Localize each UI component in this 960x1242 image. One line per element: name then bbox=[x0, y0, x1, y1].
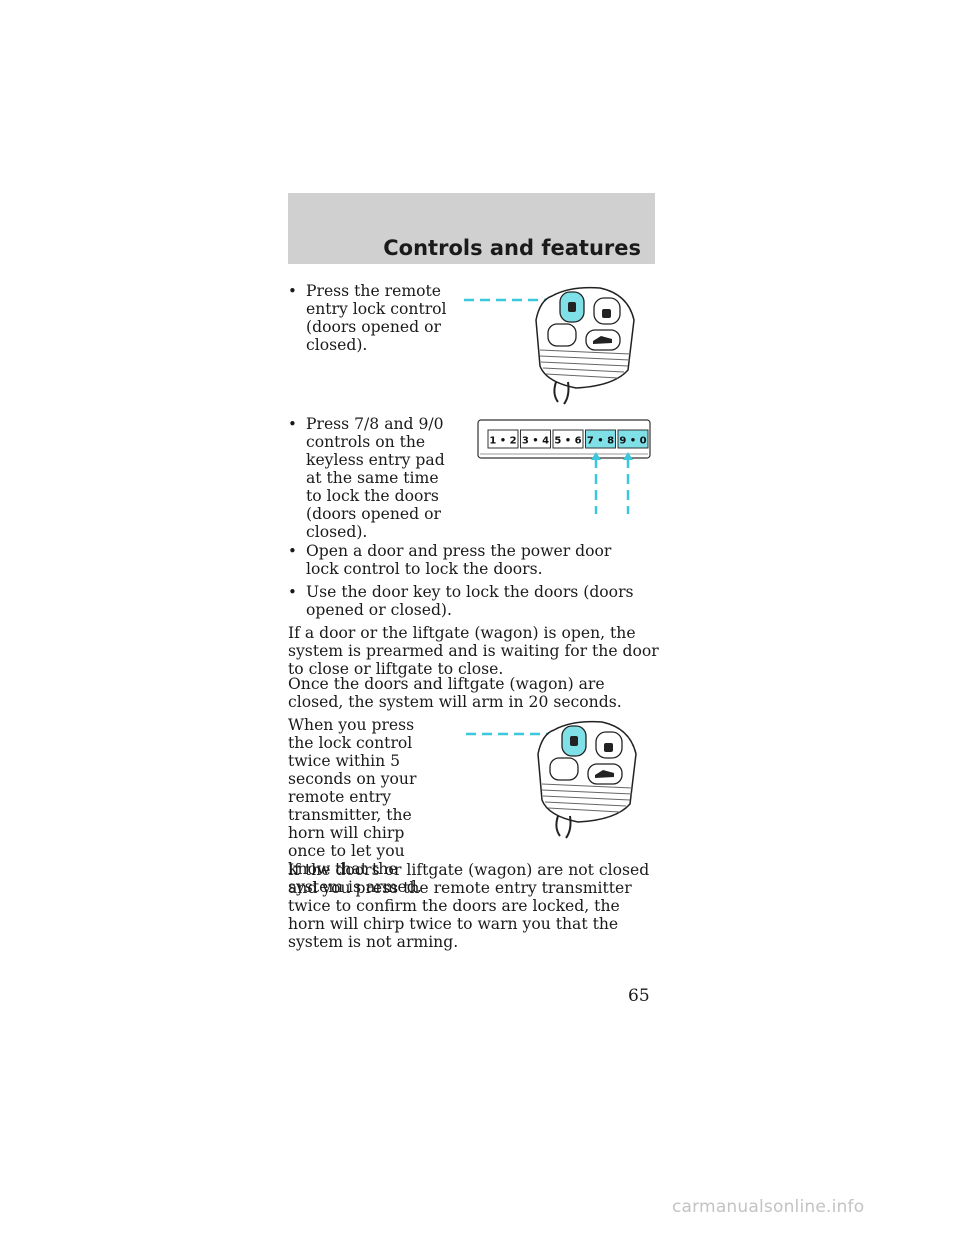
keypad-button bbox=[487, 429, 519, 449]
paragraph-prearmed: If a door or the liftgate (wagon) is ope… bbox=[288, 624, 659, 678]
keypad-button bbox=[585, 429, 616, 449]
bullet-marker: • bbox=[288, 542, 297, 560]
bullet-text-power-lock: Open a door and press the power door loc… bbox=[306, 542, 612, 578]
section-title: Controls and features bbox=[383, 236, 641, 260]
page-number: 65 bbox=[628, 986, 650, 1006]
keypad-button bbox=[520, 429, 551, 449]
paragraph-arm-20-seconds: Once the doors and liftgate (wagon) are … bbox=[288, 675, 622, 711]
bullet-text-door-key: Use the door key to lock the doors (door… bbox=[306, 583, 634, 619]
keypad-button-label: 7 • 8 bbox=[587, 436, 614, 447]
keyless-entry-keypad-illustration: 1 • 2 3 • 4 5 • 6 7 • 8 9 • 0 bbox=[477, 419, 651, 514]
bullet-marker: • bbox=[288, 415, 297, 433]
keypad-button bbox=[617, 429, 649, 449]
keypad-button bbox=[552, 429, 584, 449]
keypad-button-label: 9 • 0 bbox=[619, 436, 646, 447]
remote-transmitter-illustration bbox=[466, 720, 637, 839]
keypad-button-label: 5 • 6 bbox=[554, 436, 581, 447]
remote-transmitter-illustration bbox=[464, 286, 635, 405]
bullet-text-remote-lock: Press the remote entry lock control (doo… bbox=[306, 282, 447, 354]
paragraph-horn-chirp-twice: If the doors or liftgate (wagon) are not… bbox=[288, 861, 650, 951]
bullet-text-keypad: Press 7/8 and 9/0 controls on the keyles… bbox=[306, 415, 445, 541]
paragraph-horn-chirp-once: When you press the lock control twice wi… bbox=[288, 716, 422, 896]
keypad-button-label: 3 • 4 bbox=[522, 436, 549, 447]
bullet-marker: • bbox=[288, 282, 297, 300]
watermark: carmanualsonline.info bbox=[672, 1197, 865, 1217]
keypad-button-label: 1 • 2 bbox=[489, 436, 516, 447]
bullet-marker: • bbox=[288, 583, 297, 601]
section-header-band: Controls and features bbox=[288, 193, 655, 264]
